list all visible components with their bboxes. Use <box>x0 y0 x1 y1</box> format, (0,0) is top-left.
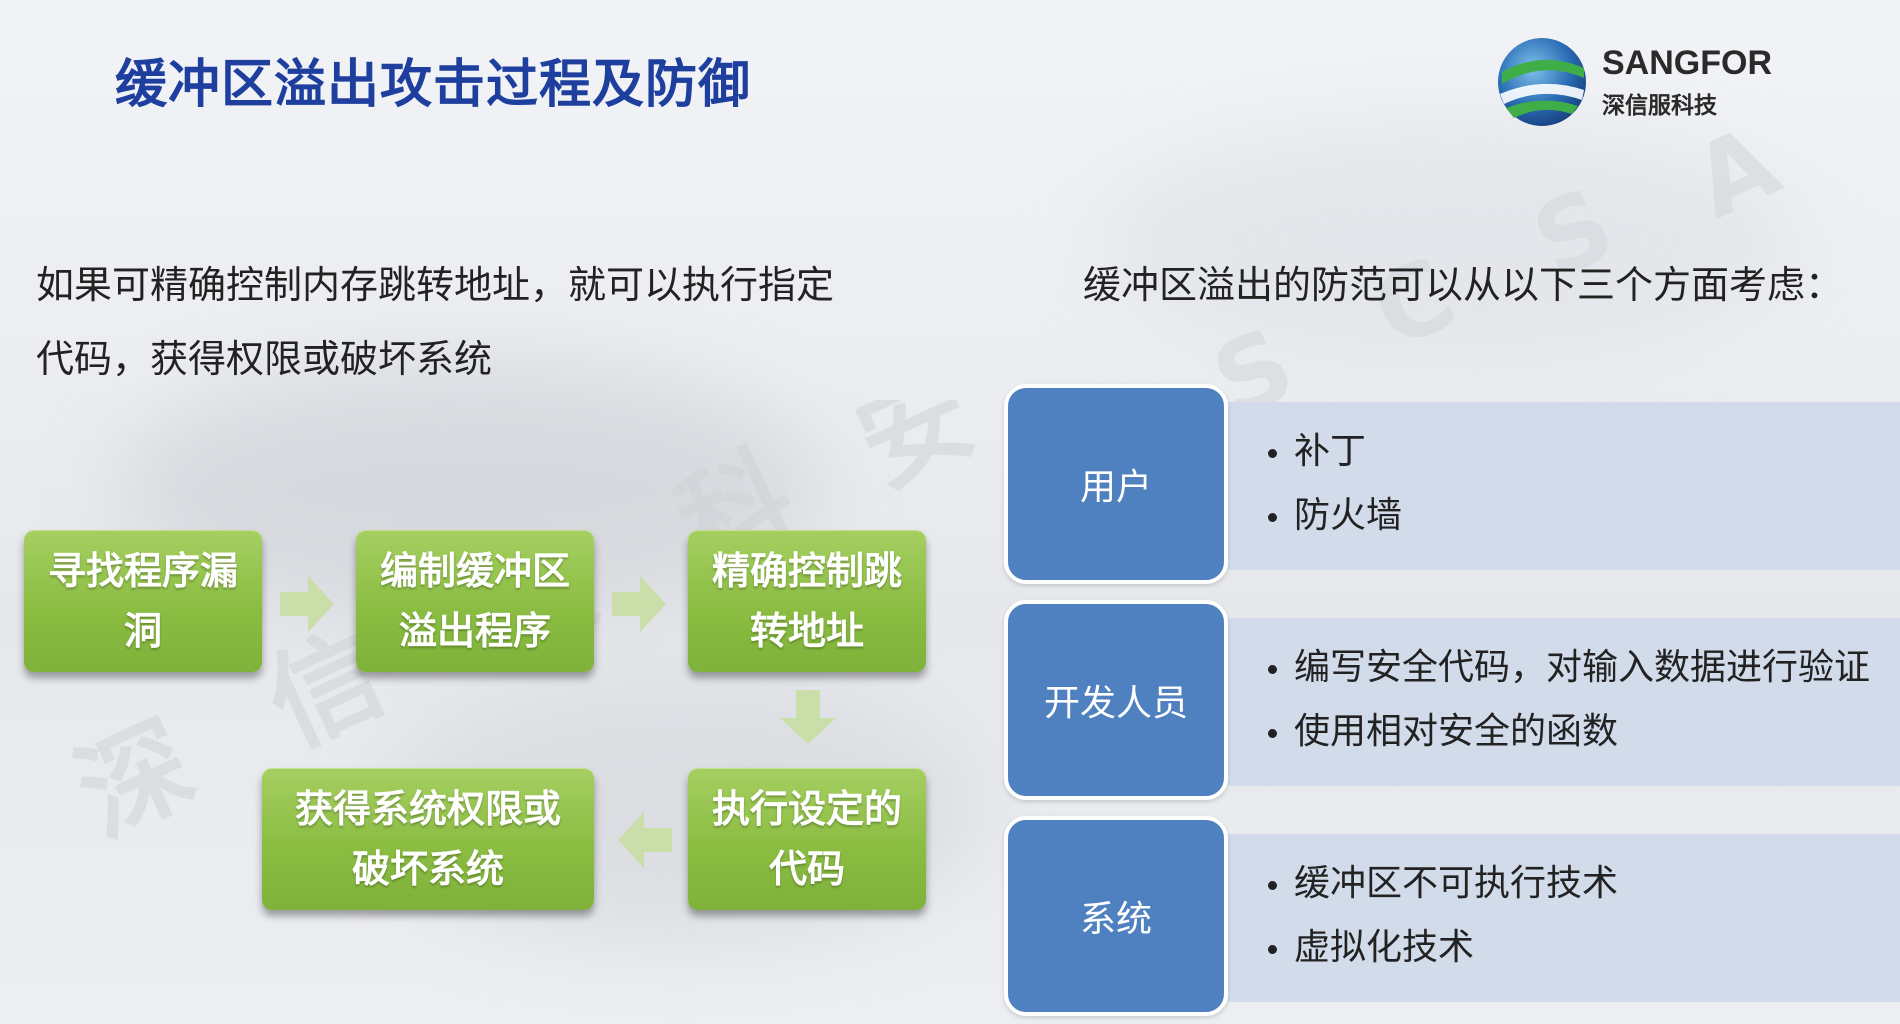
flow-step-control-jump: 精确控制跳转地址 <box>688 530 926 672</box>
flow-step-build-overflow: 编制缓冲区溢出程序 <box>356 530 594 672</box>
flow-step-execute-code: 执行设定的代码 <box>688 768 926 910</box>
page-title: 缓冲区溢出攻击过程及防御 <box>115 55 752 115</box>
flow-step-line: 寻找程序漏 <box>47 549 238 593</box>
defense-category-system: 系统 <box>1004 816 1228 1016</box>
defense-panel-system: 缓冲区不可执行技术 虚拟化技术 <box>1228 834 1900 1002</box>
flow-step-gain-privilege: 获得系统权限或破坏系统 <box>262 768 594 910</box>
defense-item: 防火墙 <box>1268 484 1900 548</box>
defense-item: 使用相对安全的函数 <box>1268 700 1900 764</box>
defense-category-user: 用户 <box>1004 384 1228 584</box>
defense-item: 编写安全代码，对输入数据进行验证 <box>1268 636 1900 700</box>
flow-step-line: 编制缓冲区 <box>379 549 570 593</box>
flow-step-line: 破坏系统 <box>351 847 504 891</box>
defense-panel-developer: 编写安全代码，对输入数据进行验证 使用相对安全的函数 <box>1228 618 1900 786</box>
arrow-right-icon <box>612 576 666 632</box>
flow-step-line: 洞 <box>123 609 162 653</box>
arrow-left-icon <box>618 812 672 868</box>
watermark-char: 安 <box>838 400 992 511</box>
intro-text: 如果可精确控制内存跳转地址，就可以执行指定 代码，获得权限或破坏系统 <box>36 248 906 396</box>
logo-subtitle: 深信服科技 <box>1602 93 1717 119</box>
defense-heading: 缓冲区溢出的防范可以从以下三个方面考虑： <box>1083 263 1844 307</box>
arrow-down-icon <box>780 690 836 744</box>
globe-logo-icon <box>1498 38 1586 126</box>
logo-wordmark: SANGFOR <box>1602 44 1772 82</box>
flow-step-line: 转地址 <box>749 609 864 653</box>
flow-step-line: 代码 <box>768 847 845 891</box>
sangfor-logo: SANGFOR 深信服科技 <box>1492 32 1782 132</box>
defense-item: 虚拟化技术 <box>1268 916 1900 980</box>
flow-step-line: 溢出程序 <box>398 609 551 653</box>
intro-line: 代码，获得权限或破坏系统 <box>36 337 493 381</box>
defense-panel-user: 补丁 防火墙 <box>1228 402 1900 570</box>
background-blur <box>1100 120 1800 360</box>
intro-line: 如果可精确控制内存跳转地址，就可以执行指定 <box>36 263 835 307</box>
arrow-right-icon <box>280 576 334 632</box>
flow-step-find-vuln: 寻找程序漏洞 <box>24 530 262 672</box>
flow-step-line: 获得系统权限或 <box>294 787 561 831</box>
defense-category-developer: 开发人员 <box>1004 600 1228 800</box>
watermark-char: 深 <box>58 698 212 860</box>
defense-item: 缓冲区不可执行技术 <box>1268 852 1900 916</box>
defense-item: 补丁 <box>1268 420 1900 484</box>
flow-step-line: 执行设定的 <box>711 787 902 831</box>
flow-step-line: 精确控制跳 <box>711 549 902 593</box>
